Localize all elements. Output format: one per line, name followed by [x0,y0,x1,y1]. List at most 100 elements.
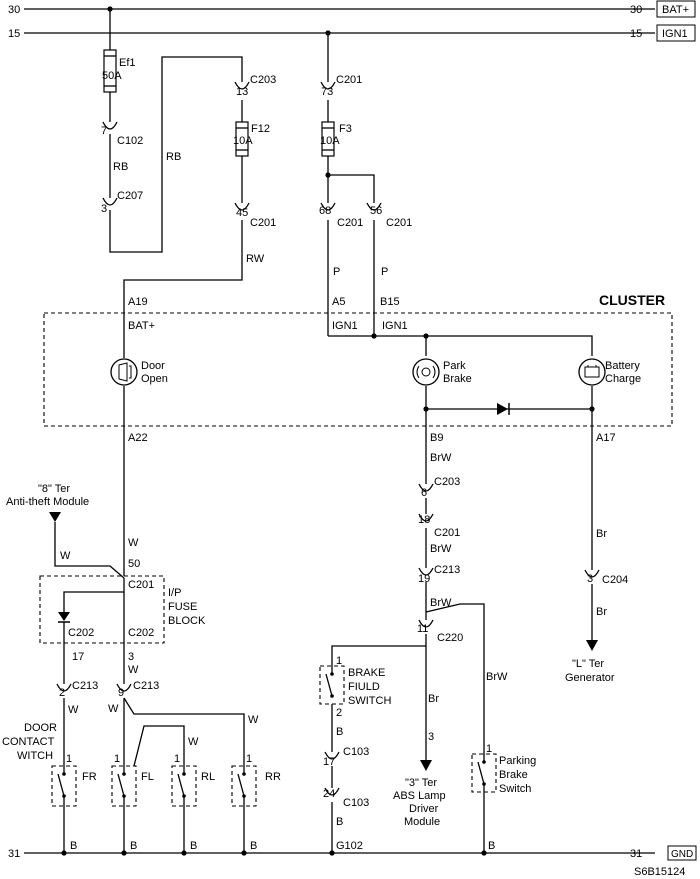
c201-68-label: C201 [337,217,363,229]
wire-br-abs: Br [428,693,439,705]
door-contact-label-3: WITCH [17,750,53,762]
wire-b-fr: B [70,840,77,852]
diode-icon [497,403,508,415]
cluster-ign1-b: IGN1 [382,320,408,332]
c201-f3-label: C201 [336,74,362,86]
wire-w-rl: W [188,736,199,748]
switch-rl-pin: 1 [174,753,180,765]
wire-w-rr: W [248,714,259,726]
c102-label: C102 [117,135,143,147]
f3-branch: 73 C201 F3 10A 68 56 C201 C201 P P [319,33,412,336]
bat-plus-box: BAT+ [662,4,689,16]
ign-rail-right-label: 15 [630,28,642,40]
c103-b-label: C103 [343,797,369,809]
wire-b-park: B [488,840,495,852]
wire-br-gen: Br [596,528,607,540]
brake-fluid-line-2: FIULD [348,681,380,693]
fuse-block-pin-50: 50 [128,558,140,570]
c213-brake-pin: 19 [418,573,430,585]
fuse-ef1-name: Ef1 [119,57,136,69]
generator-line-2: Generator [565,672,615,684]
c213-brake-label: C213 [434,564,460,576]
switch-rl-label: RL [201,771,215,783]
switch-fr-pin: 1 [66,753,72,765]
cluster-pin-a17: A17 [596,432,616,444]
wire-w-fr: W [68,704,79,716]
fuse-block-label-2: FUSE [168,601,197,613]
f12-branch: 13 C203 F12 10A 45 C201 RW [123,74,276,316]
wire-w-door: W [128,537,139,549]
fuse-f3-rating: 10A [320,135,340,147]
generator-line-1: "L" Ter [572,658,604,670]
brake-fluid-pin-1: 1 [336,655,342,667]
fuse-block-c201: C201 [128,579,154,591]
c103-a-pin: 17 [323,756,335,768]
battery-charge-label-2: Charge [605,373,641,385]
fuse-block-pin-3: 3 [128,651,134,663]
c201-f3-pin: 73 [321,86,333,98]
c203-brake-label: C203 [434,476,460,488]
wire-br-gen-2: Br [596,606,607,618]
wire-b-fluid: B [336,726,343,738]
wire-b-rr: B [250,840,257,852]
c207-pin: 3 [101,203,107,215]
cluster-pin-b9: B9 [430,432,443,444]
cluster-pin-a19: A19 [128,296,148,308]
cluster-bat-plus: BAT+ [128,320,155,332]
door-open-label-2: Open [141,373,168,385]
anti-theft-line-1: "8" Ter [38,483,70,495]
wire-brw-2: BrW [430,543,452,555]
switch-fl [111,765,137,807]
anti-theft-arrow-icon [49,512,61,522]
wire-rw: RW [246,253,265,265]
park-brake-lamp-icon [412,358,440,386]
c103-a-label: C103 [343,746,369,758]
c201-68-pin: 68 [319,205,331,217]
fuse-f3-name: F3 [339,123,352,135]
c201-56-pin: 56 [370,205,382,217]
ip-fuse-block: C201 I/P FUSE BLOCK C202 C202 17 3 W [39,575,206,684]
gnd-rail-left-label: 31 [8,848,20,860]
generator-circuit: Br 3 C204 Br "L" Ter Generator [565,426,628,684]
diagram-id: S6B15124 [634,866,685,878]
ign-rail: 15 15 IGN1 [8,24,696,42]
c220-pin: 11 [417,623,428,635]
cluster-pin-a5: A5 [332,296,345,308]
switch-fr [51,765,77,807]
c201-brake-pin: 18 [418,514,430,526]
c201-f12-label: C201 [250,217,276,229]
c207-label: C207 [117,190,143,202]
wire-brw-1: BrW [430,452,452,464]
anti-theft-line-2: Anti-theft Module [6,496,89,508]
battery-charge-lamp-icon [578,358,606,386]
fuse-block-pin-17: 17 [72,651,84,663]
abs-line-1: "3" Ter [405,777,437,789]
fuse-block-label-3: BLOCK [168,615,206,627]
brake-circuit: BrW 6 C203 18 C201 BrW 19 C213 BrW BrW 1… [319,426,536,856]
ign1-box: IGN1 [662,28,688,40]
c204-pin: 3 [587,573,593,585]
wire-p-1: P [333,266,340,278]
wire-brw-switch: BrW [486,671,508,683]
ground-rail: 31 31 GND S6B15124 [8,845,697,878]
parking-brake-line-2: Brake [499,769,528,781]
wire-brw-3: BrW [430,597,452,609]
wire-rb-1: RB [113,161,128,173]
switch-rl [171,765,197,807]
switch-rr-label: RR [265,771,281,783]
c220-label: C220 [437,632,463,644]
cluster-ign1-a: IGN1 [332,320,358,332]
door-contact-label-1: DOOR [24,722,57,734]
cluster: CLUSTER A19 BAT+ A5 IGN1 B15 IGN1 Door O… [43,292,673,444]
wire-w-anti-theft: W [60,550,71,562]
cluster-title: CLUSTER [599,292,665,308]
c201-f12-pin: 45 [236,207,248,219]
gnd-box: GND [671,849,693,860]
switch-fl-label: FL [141,771,154,783]
c204-label: C204 [602,574,628,586]
generator-arrow-icon [586,640,598,651]
switch-rr [231,765,257,807]
wire-p-2: P [381,266,388,278]
c103-b-pin: 24 [323,788,335,800]
